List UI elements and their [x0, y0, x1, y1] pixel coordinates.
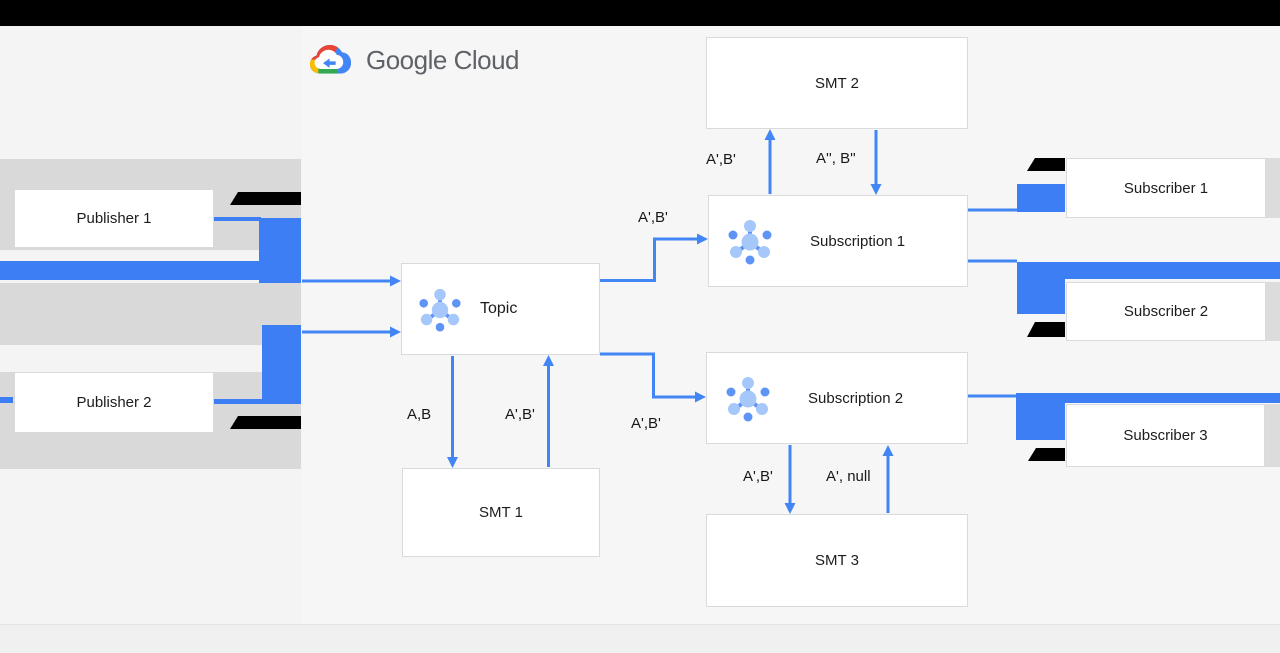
node-smt3: SMT 3	[706, 514, 968, 607]
node-label: Subscription 1	[810, 232, 906, 250]
google-cloud-icon	[309, 44, 352, 74]
node-publisher1: Publisher 1	[14, 189, 214, 248]
pubsub-subscription-icon	[726, 377, 770, 422]
blue-bar-left	[0, 261, 260, 280]
node-subscriber3: Subscriber 3	[1066, 404, 1265, 467]
black-bar-subscriber3	[1028, 448, 1065, 461]
node-label: SMT 1	[479, 504, 523, 521]
node-label: Subscriber 1	[1123, 179, 1209, 197]
blue-block-left-top	[259, 218, 301, 283]
edge-label-topic-to-subscription2: A',B'	[631, 415, 661, 432]
blue-line-publisher2	[214, 399, 263, 404]
black-bar-subscriber2	[1027, 322, 1065, 337]
node-subscriber1: Subscriber 1	[1066, 158, 1266, 218]
edge-label-topic-to-smt1: A,B	[407, 406, 432, 423]
black-bar-publisher1	[230, 192, 301, 205]
top-black-bar	[0, 0, 1280, 26]
gray-strip-subscriber2	[1266, 282, 1280, 341]
google-cloud-logo: Google Cloud	[308, 40, 520, 80]
arrow-topic-to-smt1	[447, 356, 458, 468]
node-label: Topic	[480, 300, 518, 317]
node-label: Subscriber 2	[1123, 303, 1209, 320]
node-label: SMT 3	[815, 552, 859, 569]
black-bar-publisher2	[230, 416, 301, 429]
node-topic: Topic	[401, 263, 600, 355]
blue-bar-right-middle	[1017, 262, 1280, 279]
gray-band-middle	[0, 283, 301, 345]
gray-strip-subscriber3	[1265, 404, 1280, 467]
node-publisher2: Publisher 2	[14, 372, 214, 433]
brand-text: Google Cloud	[366, 44, 520, 75]
edge-label-subscription2-to-smt3: A',B'	[743, 468, 773, 485]
bottom-strip	[0, 624, 1280, 653]
arrow-subscription2-to-smt3	[784, 445, 796, 514]
blue-block-right-bottom	[1016, 393, 1065, 440]
blue-line-publisher1	[214, 217, 261, 221]
edge-label-topic-to-subscription1: A',B'	[638, 209, 668, 226]
edge-label-smt2-to-subscription1: A'', B''	[816, 150, 856, 167]
arrow-smt3-to-subscription2	[882, 445, 894, 513]
node-subscriber2: Subscriber 2	[1066, 282, 1266, 341]
node-label: Subscription 2	[808, 389, 904, 407]
blue-block-right-top	[1017, 184, 1065, 212]
node-smt2: SMT 2	[706, 37, 968, 129]
blue-block-left-bottom	[262, 325, 301, 404]
arrow-topic-to-subscription1	[600, 233, 708, 282]
gray-strip-subscriber1	[1266, 158, 1280, 218]
arrow-publisher1-to-topic	[302, 275, 401, 287]
blue-stub-left-edge	[0, 397, 13, 403]
node-smt1: SMT 1	[402, 468, 600, 557]
node-label: Subscriber 3	[1123, 427, 1208, 444]
pubsub-topic-icon	[419, 288, 461, 332]
pubsub-subscription-icon	[728, 220, 772, 265]
node-subscription2: Subscription 2	[706, 352, 968, 444]
arrow-subscription1-to-smt2	[764, 129, 776, 194]
black-bar-subscriber1	[1027, 158, 1065, 171]
edge-label-subscription1-to-smt2: A',B'	[706, 151, 736, 168]
arrow-smt1-to-topic	[543, 355, 554, 467]
arrow-topic-to-subscription2	[600, 352, 706, 403]
node-subscription1: Subscription 1	[708, 195, 968, 287]
blue-bar-right-bottom	[1016, 393, 1280, 403]
edge-label-smt3-to-subscription2: A', null	[826, 468, 871, 485]
edge-label-smt1-to-topic: A',B'	[505, 406, 535, 423]
blue-block-right-middle	[1017, 262, 1065, 314]
arrow-smt2-to-subscription1	[870, 130, 882, 195]
node-label: Publisher 2	[76, 394, 152, 411]
node-label: SMT 2	[815, 74, 859, 92]
node-label: Publisher 1	[76, 210, 152, 227]
arrow-publisher2-to-topic	[302, 326, 401, 338]
